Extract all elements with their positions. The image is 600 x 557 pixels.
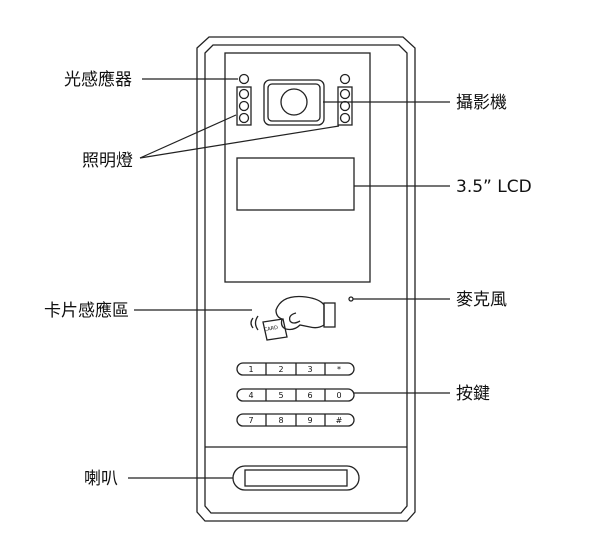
- led-strip-right: [337, 86, 353, 126]
- leader-lines: [128, 78, 450, 479]
- key-star[interactable]: *: [337, 365, 341, 374]
- key-5[interactable]: 5: [278, 391, 283, 400]
- label-light-sensor: 光感應器: [64, 69, 132, 90]
- microphone-icon: [348, 296, 354, 302]
- led-icon: [339, 112, 351, 124]
- led-icon: [238, 100, 250, 112]
- camera-display-panel: [224, 52, 371, 283]
- card-icon-text: CARD: [264, 325, 279, 333]
- label-lcd: 3.5” LCD: [456, 177, 532, 197]
- light-sensor-left-icon: [238, 73, 250, 85]
- label-card-reader: 卡片感應區: [44, 300, 129, 321]
- label-camera: 攝影機: [456, 93, 507, 113]
- device-housing: [196, 36, 416, 522]
- label-illumination: 照明燈: [82, 151, 133, 171]
- key-1[interactable]: 1: [248, 365, 253, 374]
- keypad-outlines: [236, 362, 355, 427]
- card-reader-icon: [250, 295, 336, 341]
- led-icon: [339, 100, 351, 112]
- led-icon: [339, 88, 351, 100]
- device-housing-inner: [204, 44, 408, 514]
- keypad: 1 2 3 * 4 5 6 0 7 8 9 #: [248, 365, 342, 425]
- led-icon: [238, 88, 250, 100]
- label-speaker: 喇叭: [84, 469, 118, 489]
- light-sensor-right-icon: [339, 73, 351, 85]
- lcd-screen: [236, 157, 355, 211]
- key-6[interactable]: 6: [307, 391, 312, 400]
- led-icon: [238, 112, 250, 124]
- key-9[interactable]: 9: [307, 416, 312, 425]
- camera-lens-icon: [280, 88, 308, 116]
- key-4[interactable]: 4: [248, 391, 253, 400]
- speaker-grille-inner: [244, 469, 348, 487]
- camera-housing: [263, 79, 325, 126]
- led-strip-left: [236, 86, 252, 126]
- key-hash[interactable]: #: [336, 416, 343, 425]
- label-keypad: 按鍵: [456, 384, 490, 404]
- camera-housing-inner: [267, 83, 321, 122]
- key-3[interactable]: 3: [307, 365, 312, 374]
- key-7[interactable]: 7: [248, 416, 253, 425]
- key-0[interactable]: 0: [336, 391, 341, 400]
- label-microphone: 麥克風: [456, 290, 507, 310]
- key-8[interactable]: 8: [278, 416, 283, 425]
- key-2[interactable]: 2: [278, 365, 283, 374]
